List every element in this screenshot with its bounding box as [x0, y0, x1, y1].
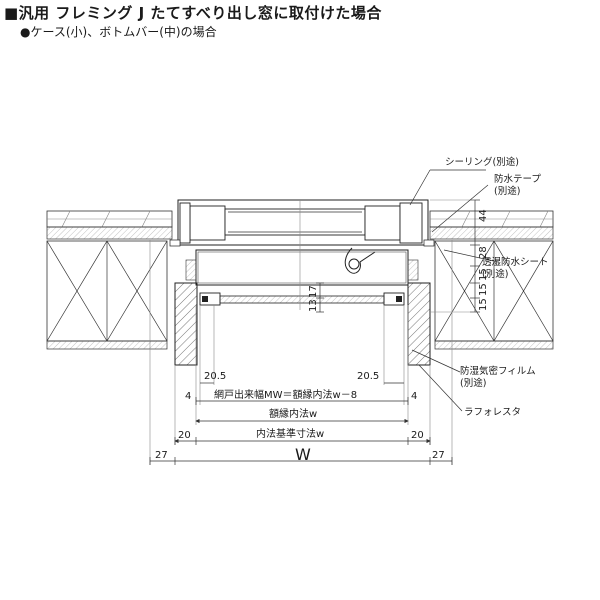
screen-case [185, 249, 419, 286]
callout-vapor-sheet-1: 透湿防水シート [482, 256, 549, 268]
dim-right-15a: 15 [478, 268, 489, 281]
dim-center-13: 13 [308, 299, 319, 312]
window-frame-section [169, 199, 435, 274]
callout-airtight-film-1: 防湿気密フィルム [460, 365, 536, 377]
page-subtitle: ●ケース(小)、ボトムバー(中)の場合 [20, 25, 217, 39]
dim-frame-inner: 額縁内法w [269, 407, 317, 420]
callout-airtight-film-2: (別途) [460, 377, 486, 389]
dim-right-15c: 15 [478, 298, 489, 311]
left-casing [174, 282, 198, 366]
dim-left-20: 20 [178, 430, 191, 441]
dim-left-4: 4 [185, 391, 191, 402]
extension-lines [149, 200, 453, 465]
dim-right-20: 20 [411, 430, 424, 441]
dim-right-4: 4 [411, 391, 417, 402]
callout-lath: ラフォレスタ [464, 407, 521, 418]
dim-left-20-5: 20.5 [204, 371, 226, 382]
right-wall-studs [434, 240, 554, 350]
screen-bottom-bar [199, 292, 405, 306]
dim-right-20-5: 20.5 [357, 371, 379, 382]
dim-base-inner: 内法基準寸法w [256, 427, 324, 440]
callout-sealing: シーリング(別途) [445, 156, 519, 168]
dim-right-15b: 15 [478, 283, 489, 296]
callout-vapor-sheet-2: (別途) [482, 268, 508, 280]
dim-overall-w: W [295, 445, 311, 464]
center-vertical-dims [316, 282, 324, 313]
callout-waterproof-tape-1: 防水テープ [494, 173, 541, 185]
dim-center-17: 17 [308, 285, 319, 298]
right-vertical-dims [430, 199, 480, 313]
dim-left-27: 27 [155, 450, 168, 461]
right-casing [407, 282, 431, 366]
left-wall-studs [46, 240, 168, 350]
dim-right-44: 44 [478, 209, 489, 222]
dim-mw-label: 網戸出来幅MW＝額縁内法w－8 [214, 388, 357, 401]
callout-leaders [409, 169, 499, 412]
callout-waterproof-tape-2: (別途) [494, 185, 520, 197]
dim-right-27: 27 [432, 450, 445, 461]
horizontal-dims [149, 382, 453, 465]
exterior-siding [46, 210, 554, 240]
dim-right-28: 28 [478, 246, 489, 259]
page-title: ■汎用 フレミング J たてすべり出し窓に取付けた場合 [4, 4, 382, 22]
